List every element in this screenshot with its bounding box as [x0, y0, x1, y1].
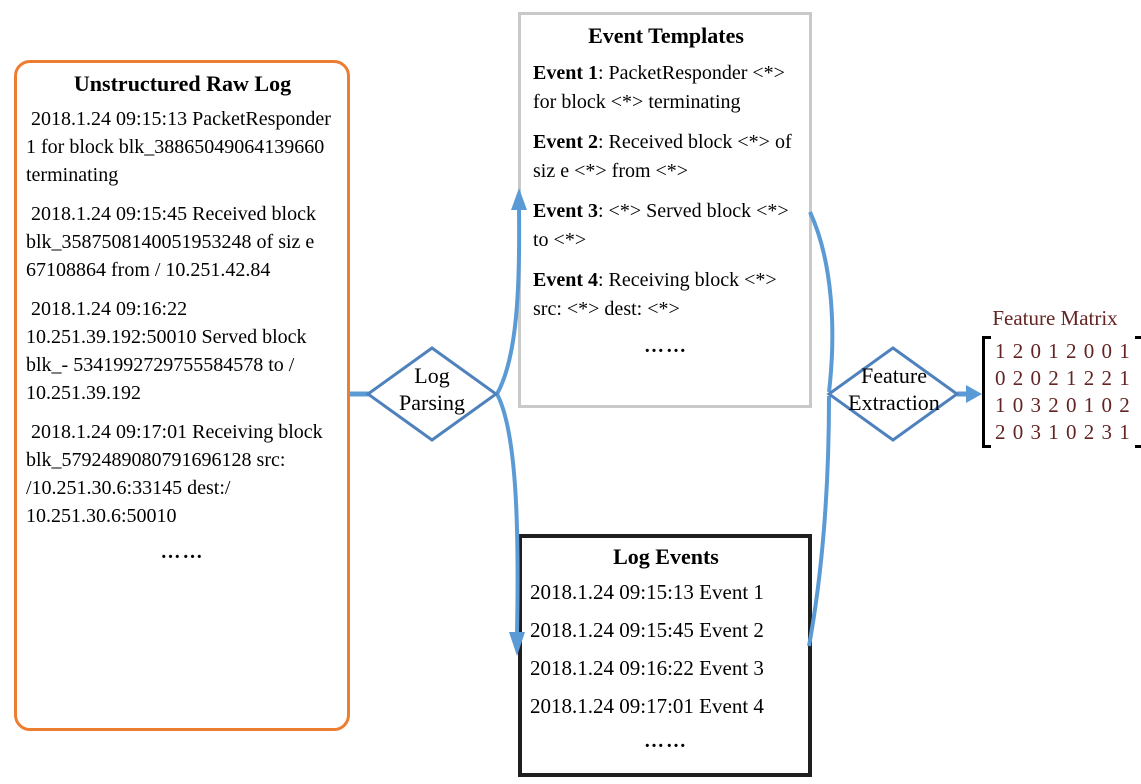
arrow-parsing-to-templates	[495, 207, 522, 395]
connector-templates-to-extraction	[808, 211, 835, 393]
event-template-label: Event 2	[533, 131, 598, 153]
event-template-item: Event 1: PacketResponder <*> for block <…	[533, 59, 799, 117]
log-parsing-label: Log Parsing	[399, 363, 465, 415]
matrix-row: 1 0 3 2 0 1 0 2	[995, 393, 1131, 417]
raw-log-title: Unstructured Raw Log	[73, 71, 292, 96]
matrix-right-bracket-icon	[1134, 336, 1141, 448]
log-event-row: 2018.1.24 09:17:01 Event 4	[530, 694, 764, 718]
event-template-text: : <*> Served block <*> to <*>	[533, 200, 789, 251]
matrix-left-bracket-icon	[982, 336, 991, 448]
log-events-ellipsis: ……	[644, 730, 688, 752]
raw-log-panel: Unstructured Raw Log 2018.1.24 09:15:13 …	[14, 60, 350, 731]
event-templates-title: Event Templates	[588, 23, 744, 48]
event-template-item: Event 4: Receiving block <*> src: <*> de…	[533, 266, 799, 324]
log-event-row: 2018.1.24 09:15:13 Event 1	[530, 580, 764, 604]
matrix-row: 1 2 0 1 2 0 0 1	[995, 339, 1131, 363]
raw-log-ellipsis: ……	[160, 541, 205, 563]
event-template-label: Event 1	[533, 62, 598, 84]
matrix-row: 2 0 3 1 0 2 3 1	[995, 420, 1131, 444]
event-template-item: Event 3: <*> Served block <*> to <*>	[533, 197, 799, 255]
event-template-text: : Receiving block <*> src: <*> dest: <*>	[533, 269, 777, 320]
raw-log-entry: 2018.1.24 09:15:45 Received block blk_35…	[26, 203, 316, 281]
event-templates-panel: Event Templates Event 1: PacketResponder…	[518, 12, 812, 408]
event-template-item: Event 2: Received block <*> of siz e <*>…	[533, 128, 799, 186]
connector-logevents-to-extraction	[807, 395, 831, 647]
feature-extraction-label: Feature Extraction	[848, 363, 940, 415]
log-events-panel: Log Events 2018.1.24 09:15:13 Event 1 20…	[518, 534, 812, 777]
raw-log-entry: 2018.1.24 09:17:01 Receiving block blk_5…	[26, 421, 323, 527]
raw-log-entry: 2018.1.24 09:15:13 PacketResponder 1 for…	[26, 108, 331, 186]
event-template-text: : PacketResponder <*> for block <*> term…	[533, 62, 785, 113]
arrow-parsing-to-logevents	[495, 393, 520, 635]
log-event-row: 2018.1.24 09:15:45 Event 2	[530, 618, 764, 642]
event-template-label: Event 4	[533, 269, 598, 291]
arrowhead-right-icon	[966, 385, 982, 403]
event-template-label: Event 3	[533, 200, 598, 222]
event-template-text: : Received block <*> of siz e <*> from <…	[533, 131, 792, 182]
feature-matrix-title: Feature Matrix	[992, 306, 1118, 330]
log-event-row: 2018.1.24 09:16:22 Event 3	[530, 656, 764, 680]
event-templates-ellipsis: ……	[644, 335, 688, 357]
raw-log-entry: 2018.1.24 09:16:22 10.251.39.192:50010 S…	[26, 298, 307, 404]
log-events-title: Log Events	[613, 544, 719, 569]
matrix-row: 0 2 0 2 1 2 2 1	[995, 366, 1131, 390]
matrix-body: 1 2 0 1 2 0 0 1 0 2 0 2 1 2 2 1 1 0 3 2 …	[991, 336, 1135, 448]
feature-matrix: 1 2 0 1 2 0 0 1 0 2 0 2 1 2 2 1 1 0 3 2 …	[982, 336, 1141, 448]
